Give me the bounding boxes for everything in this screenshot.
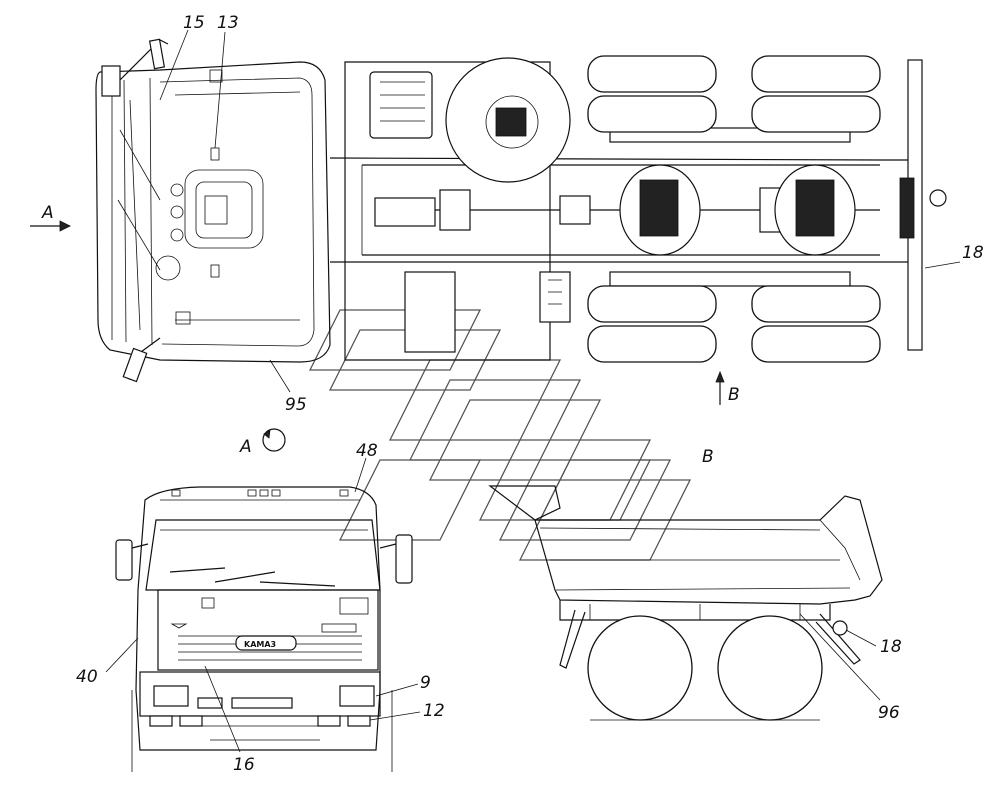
arrow-a-label: A (41, 203, 54, 223)
brand-text: KAMA3 (244, 640, 276, 649)
callout-16-label: 16 (233, 755, 255, 775)
callout-16: 16 (204, 665, 255, 775)
callout-96-label: 96 (878, 703, 900, 723)
callout-96: 96 (799, 613, 900, 723)
front-view: A (76, 428, 445, 775)
chassis-frame (329, 57, 947, 361)
callout-40-label: 40 (76, 667, 98, 687)
callout-95: 95 (269, 359, 307, 415)
view-arrow-a: A (30, 203, 71, 232)
arrow-b-label: B (728, 385, 740, 405)
cab-top (95, 61, 331, 363)
callout-13-label: 13 (217, 13, 239, 33)
view-b-title: B (702, 447, 714, 467)
callout-15: 15 (159, 13, 205, 101)
callout-15-label: 15 (183, 13, 205, 33)
rear-tyres-top (587, 55, 881, 363)
brand-plate: KAMA3 (235, 635, 297, 651)
mirror-right-front (379, 534, 413, 584)
view-arrow-b: B (715, 370, 740, 405)
rotate-marker-a: A (239, 428, 286, 457)
callout-40: 40 (76, 637, 139, 687)
callout-18-top-label: 18 (962, 243, 984, 263)
rear-view: B 18 96 (488, 447, 902, 723)
callout-95-label: 95 (285, 395, 307, 415)
roof-hatch (184, 169, 264, 249)
callout-9-label: 9 (420, 673, 431, 693)
callout-18-rear: 18 (845, 629, 902, 657)
top-view: A B 15 13 18 95 (30, 13, 984, 415)
callout-9: 9 (375, 673, 431, 697)
callout-13: 13 (214, 13, 239, 149)
callout-12-label: 12 (423, 701, 445, 721)
callout-18-top: 18 (924, 243, 984, 269)
callout-12: 12 (369, 701, 445, 721)
callout-48-label: 48 (356, 441, 378, 461)
mirror-right-top (122, 337, 161, 383)
rotate-a-label: A (239, 437, 252, 457)
callout-48: 48 (354, 441, 378, 493)
mirror-left-front (115, 539, 149, 581)
callout-18-rear-label: 18 (880, 637, 902, 657)
mirror-left-top (101, 38, 169, 97)
